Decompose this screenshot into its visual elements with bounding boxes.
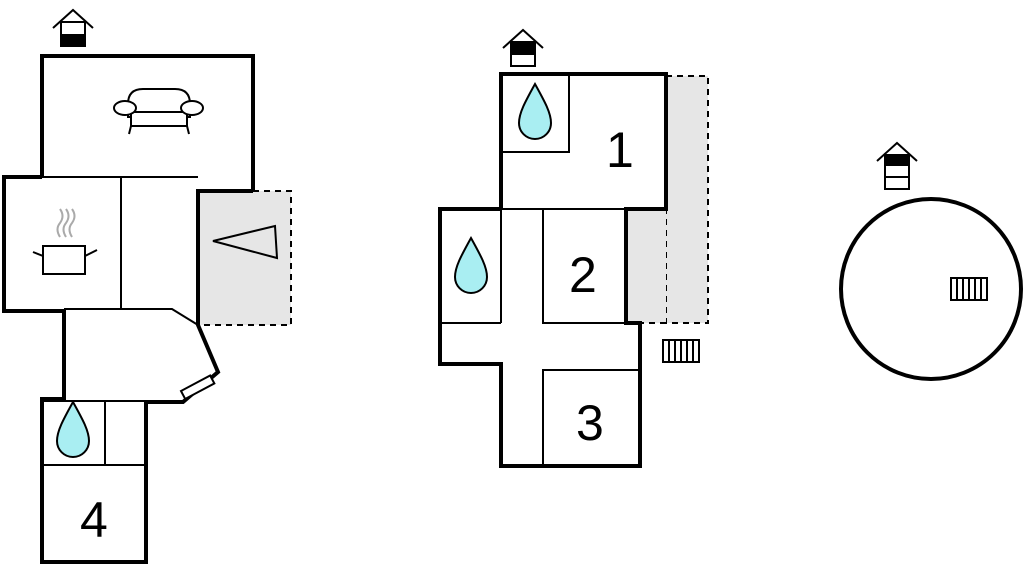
door-icon xyxy=(179,374,216,401)
ground-floor-outer-wall xyxy=(2,175,253,564)
living-room-wall xyxy=(40,54,255,191)
terrace-icon xyxy=(212,224,279,260)
floor-plan-3 xyxy=(839,141,1023,381)
upper-floor-outer-wall xyxy=(438,72,668,468)
entrance-house-icon xyxy=(876,141,918,190)
round-room-wall xyxy=(839,197,1023,381)
room-1-label: 1 xyxy=(606,122,634,178)
entrance-house-icon xyxy=(502,28,544,67)
water-drop-icon xyxy=(517,81,553,140)
water-drop-icon xyxy=(55,399,91,458)
water-drop-icon xyxy=(453,235,489,294)
room-2-label: 2 xyxy=(569,247,597,303)
terrace-area xyxy=(665,75,709,324)
floor-plan-1: 4 xyxy=(2,8,292,564)
cooking-pot-icon xyxy=(32,208,98,275)
entrance-house-icon xyxy=(52,8,94,47)
room-3-label: 3 xyxy=(576,395,604,451)
stairs-icon xyxy=(662,339,700,363)
room-4-label: 4 xyxy=(80,492,108,548)
stairs-icon xyxy=(950,277,988,301)
sofa-icon xyxy=(113,88,204,135)
floor-plan-2: 1 2 3 xyxy=(438,28,709,468)
